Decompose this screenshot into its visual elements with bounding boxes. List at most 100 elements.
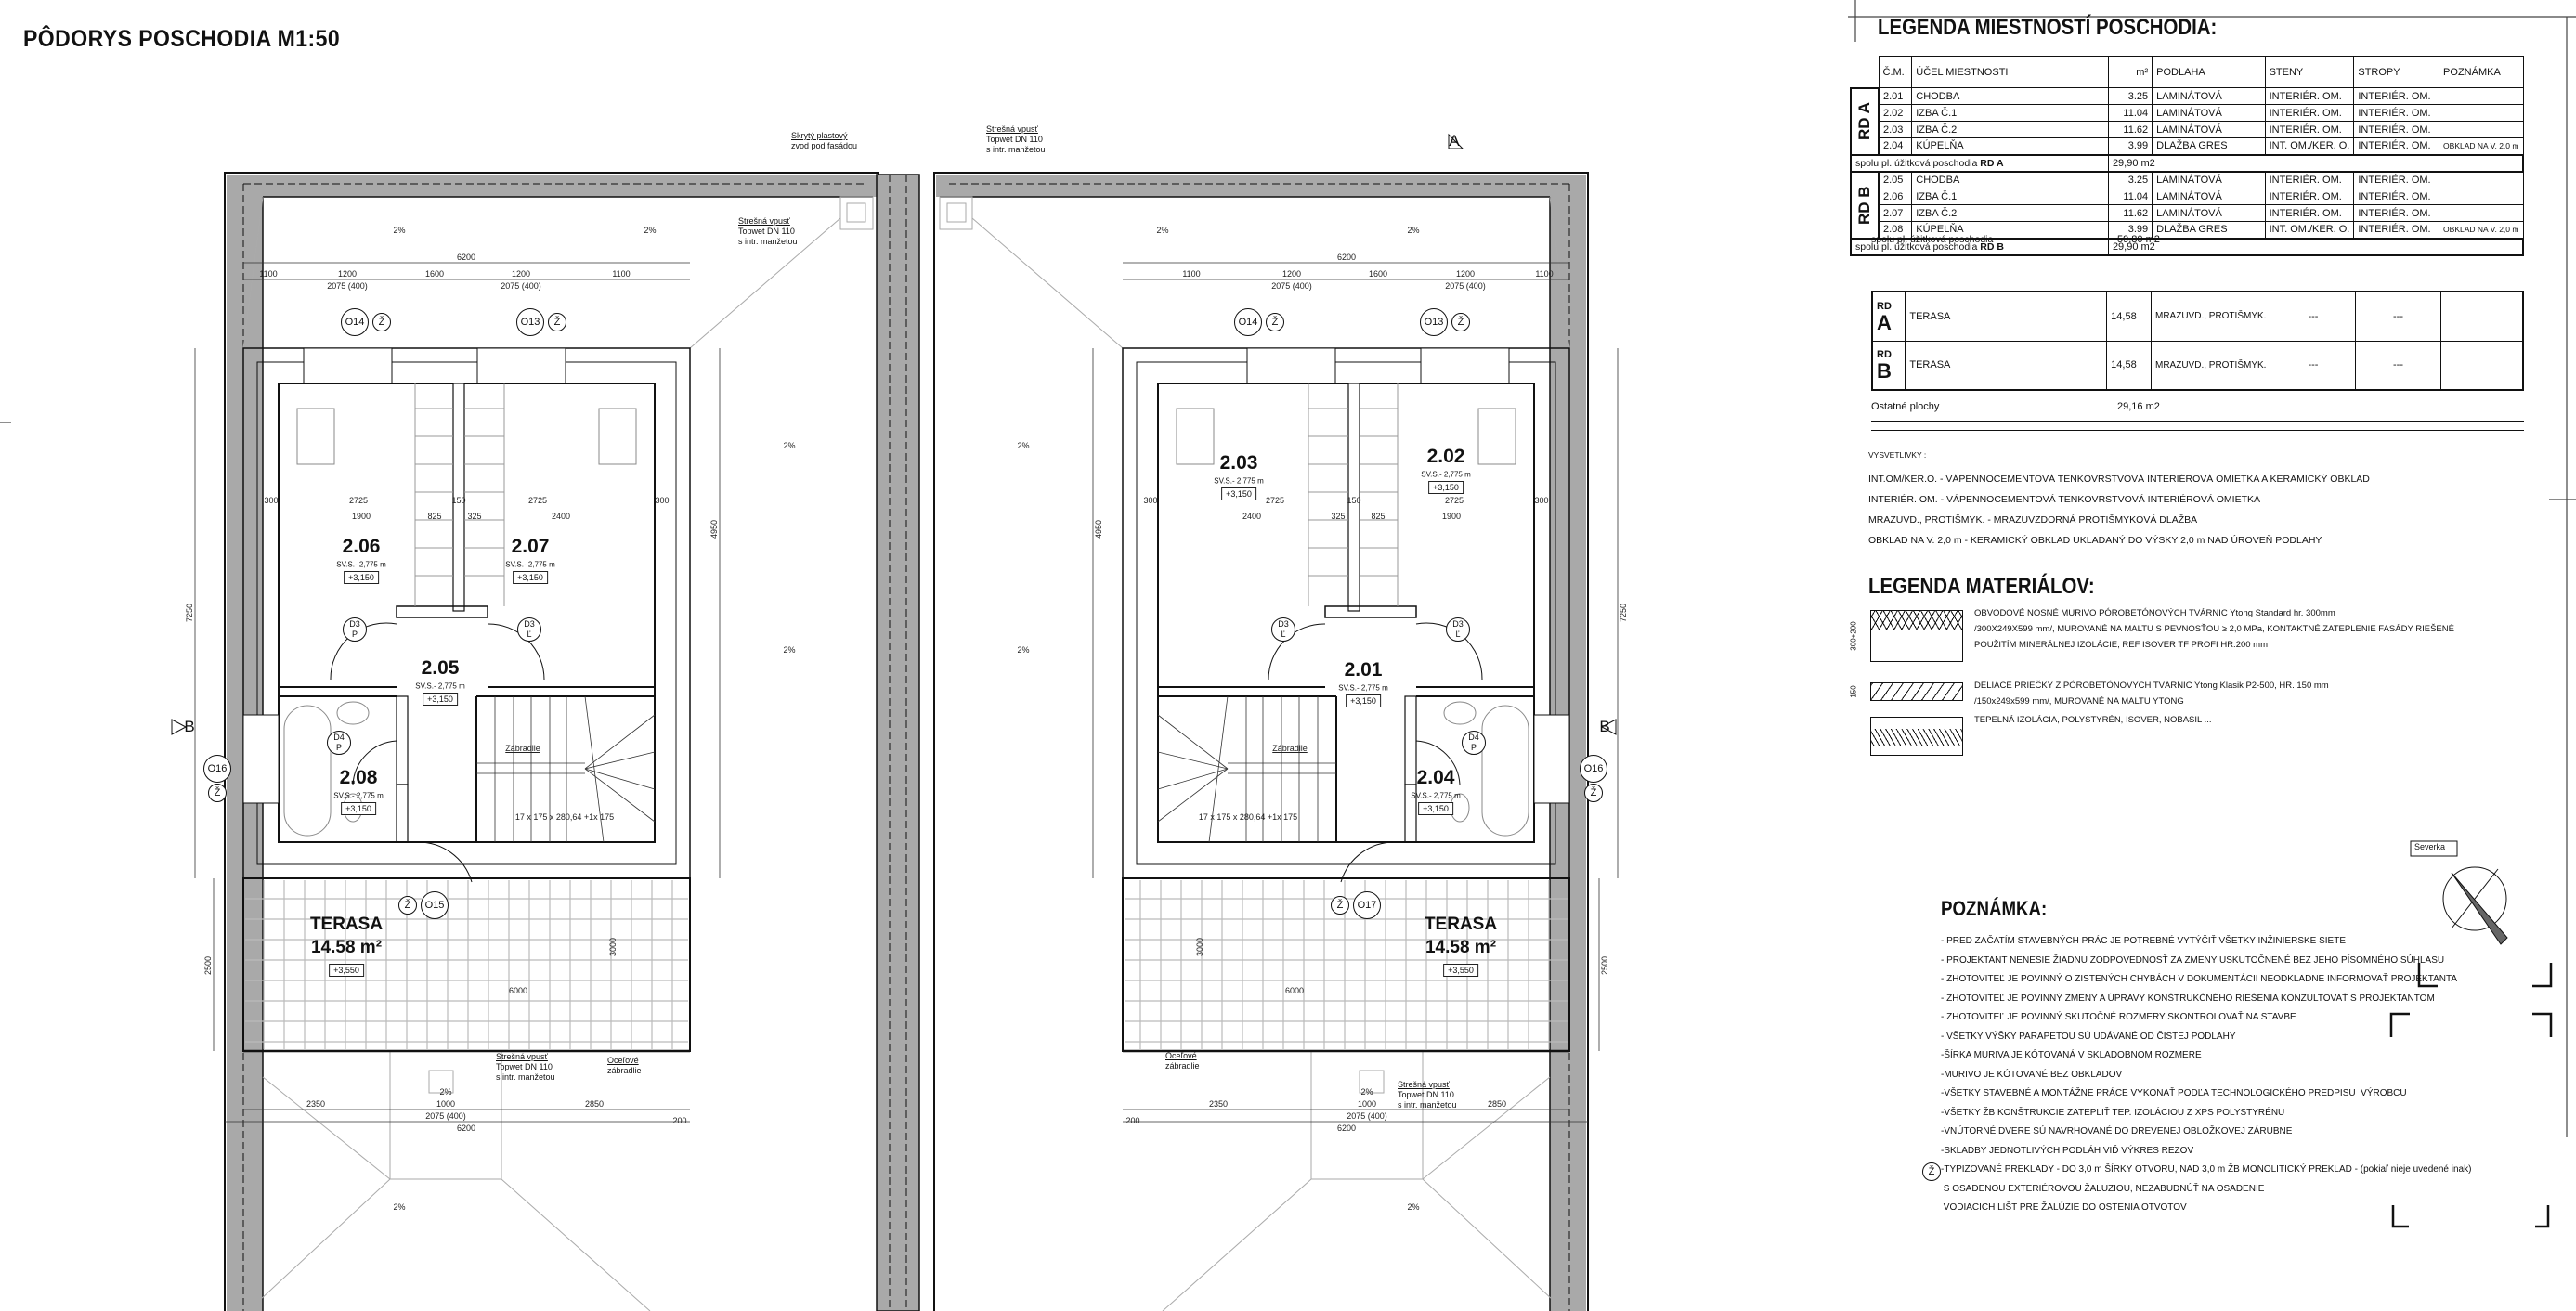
window-tag: O13 — [1420, 308, 1448, 336]
table-cell: 2.07 — [1878, 204, 1913, 222]
terrace-name: TERASA — [1424, 915, 1498, 934]
note-line: - VŠETKY VÝŠKY PARAPETOU SÚ UDÁVANÉ OD Č… — [1941, 1031, 2236, 1042]
table-cell: INT. OM./KER. O. — [2264, 137, 2355, 155]
table-cell — [2439, 104, 2524, 122]
note-line: -VŠETKY STAVEBNÉ A MONTÁŽNE PRÁCE VYKONA… — [1941, 1088, 2407, 1098]
dimension-label: 2075 (400) — [1347, 1111, 1387, 1121]
note-line: - ZHOTOVITEĽ JE POVINNÝ SKUTOČNÉ ROZMERY… — [1941, 1012, 2296, 1022]
room-ceiling-height: SV.S.- 2,775 m — [415, 681, 465, 691]
downpipe-callout-line: zvod pod fasádou — [791, 141, 858, 150]
grand-total-label: spolu pl. úžitková poschodia — [1871, 234, 1994, 245]
slope-label: 2% — [1156, 226, 1169, 235]
room-ceiling-height: SV.S.- 2,775 m — [1214, 476, 1264, 486]
total-unit: RD A — [1980, 157, 2004, 169]
material-dimension: 300+200 — [1849, 621, 1858, 651]
note-line: -VNÚTORNÉ DVERE SÚ NAVRHOVANÉ DO DREVENE… — [1941, 1126, 2293, 1136]
room-number: 2.03 — [1219, 452, 1258, 474]
dimension-label: 7250 — [1619, 603, 1628, 623]
slope-label: 2% — [1360, 1087, 1373, 1097]
section-marker: A — [1449, 132, 1460, 149]
group-total-value: 29,90 m2 — [2107, 237, 2524, 256]
room-ceiling-height: SV.S.- 2,775 m — [333, 791, 384, 800]
material-swatch — [1870, 682, 1963, 701]
slope-label: 2% — [644, 226, 657, 235]
table-cell — [2439, 87, 2524, 105]
table-cell: 2.01 — [1878, 87, 1913, 105]
table-cell: LAMINÁTOVÁ — [2152, 188, 2266, 205]
table-cell: 3.99 — [2107, 221, 2153, 239]
total-unit: RD B — [1980, 240, 2004, 253]
room-ceiling-height: SV.S.- 2,775 m — [1411, 791, 1461, 800]
rooms-legend-title: LEGENDA MIESTNOSTÍ POSCHODIA: — [1878, 15, 2218, 40]
slope-label: 2% — [783, 645, 796, 655]
total-label: spolu pl. úžitková poschodia — [1855, 240, 1978, 253]
table-cell — [2439, 171, 2524, 188]
dimension-label: 2075 (400) — [501, 281, 541, 291]
group-total-label: spolu pl. úžitková poschodia RD A — [1849, 153, 2109, 173]
unit-label: A — [1877, 310, 1892, 334]
note-line: -ŠÍRKA MURIVA JE KÓTOVANÁ V SKLADOBNOM R… — [1941, 1050, 2202, 1060]
dimension-label: 1100 — [1535, 269, 1554, 279]
note-line: - ZHOTOVITEĽ JE POVINNÝ ZMENY A ÚPRAVY K… — [1941, 993, 2435, 1004]
stair-formula: 17 x 175 x 280,64 +1x 175 — [1198, 812, 1298, 822]
table-cell: KÚPELŇA — [1911, 221, 2109, 239]
dimension-label: 2075 (400) — [1445, 281, 1486, 291]
material-swatch — [1870, 717, 1963, 756]
room-level: +3,150 — [1418, 802, 1453, 815]
material-description: OBVODOVÉ NOSNÉ MURIVO PÓROBETÓNOVÝCH TVÁ… — [1974, 605, 2454, 653]
table-cell-note — [2439, 340, 2524, 391]
railing-callout-line: zábradlie — [1165, 1061, 1200, 1071]
drain-callout-line: Topwet DN 110 — [738, 227, 795, 236]
table-cell: INTERIÉR. OM. — [2353, 137, 2440, 155]
group-label: RD B — [1851, 171, 1879, 239]
explanation-line: INTERIÉR. OM. - VÁPENNOCEMENTOVÁ TENKOVR… — [1868, 494, 2261, 505]
blind-mark-tag: Ž — [548, 313, 566, 331]
blind-mark-tag: Ž — [208, 784, 227, 802]
table-cell: INTERIÉR. OM. — [2353, 221, 2440, 239]
room-ceiling-height: SV.S.- 2,775 m — [336, 560, 386, 569]
table-cell: LAMINÁTOVÁ — [2152, 104, 2266, 122]
dimension-label: 300 — [1534, 496, 1549, 505]
dimension-label: 2075 (400) — [425, 1111, 466, 1121]
other-areas-label: Ostatné plochy — [1871, 401, 1940, 412]
room-level: +3,150 — [341, 802, 376, 815]
explanation-line: OBKLAD NA V. 2,0 m - KERAMICKÝ OBKLAD UK… — [1868, 535, 2322, 546]
table-cell-walls: --- — [2270, 291, 2357, 342]
rd-label: RD — [1877, 349, 1892, 361]
room-level: +3,150 — [423, 693, 458, 706]
railing-label: Zábradlie — [505, 744, 540, 753]
table-cell — [2439, 204, 2524, 222]
dimension-label: 2350 — [306, 1099, 326, 1109]
table-cell: 3.99 — [2107, 137, 2153, 155]
room-number: 2.02 — [1426, 446, 1465, 467]
dimension-label: 2350 — [1208, 1099, 1229, 1109]
dimension-label: 200 — [672, 1116, 687, 1125]
dimension-label: 825 — [427, 512, 442, 521]
slope-label: 2% — [439, 1087, 452, 1097]
notes-list: - PRED ZAČATÍM STAVEBNÝCH PRÁC JE POTREB… — [1941, 932, 2471, 1218]
note-line: -MURIVO JE KÓTOVANÉ BEZ OBKLADOV — [1941, 1069, 2123, 1080]
slope-label: 2% — [1407, 1202, 1420, 1212]
drain-callout-line: Topwet DN 110 — [986, 135, 1043, 144]
table-cell: 2.04 — [1878, 137, 1913, 155]
material-description: TEPELNÁ IZOLÁCIA, POLYSTYRÉN, ISOVER, NO… — [1974, 712, 2212, 728]
room-number: 2.07 — [511, 536, 550, 557]
drain-callout-line: Strešná vpusť — [738, 216, 790, 226]
table-cell: INTERIÉR. OM. — [2353, 188, 2440, 205]
dimension-label: 4950 — [1094, 519, 1103, 539]
door-side: Ľ — [1281, 630, 1286, 639]
rd-label: RD — [1877, 300, 1892, 312]
